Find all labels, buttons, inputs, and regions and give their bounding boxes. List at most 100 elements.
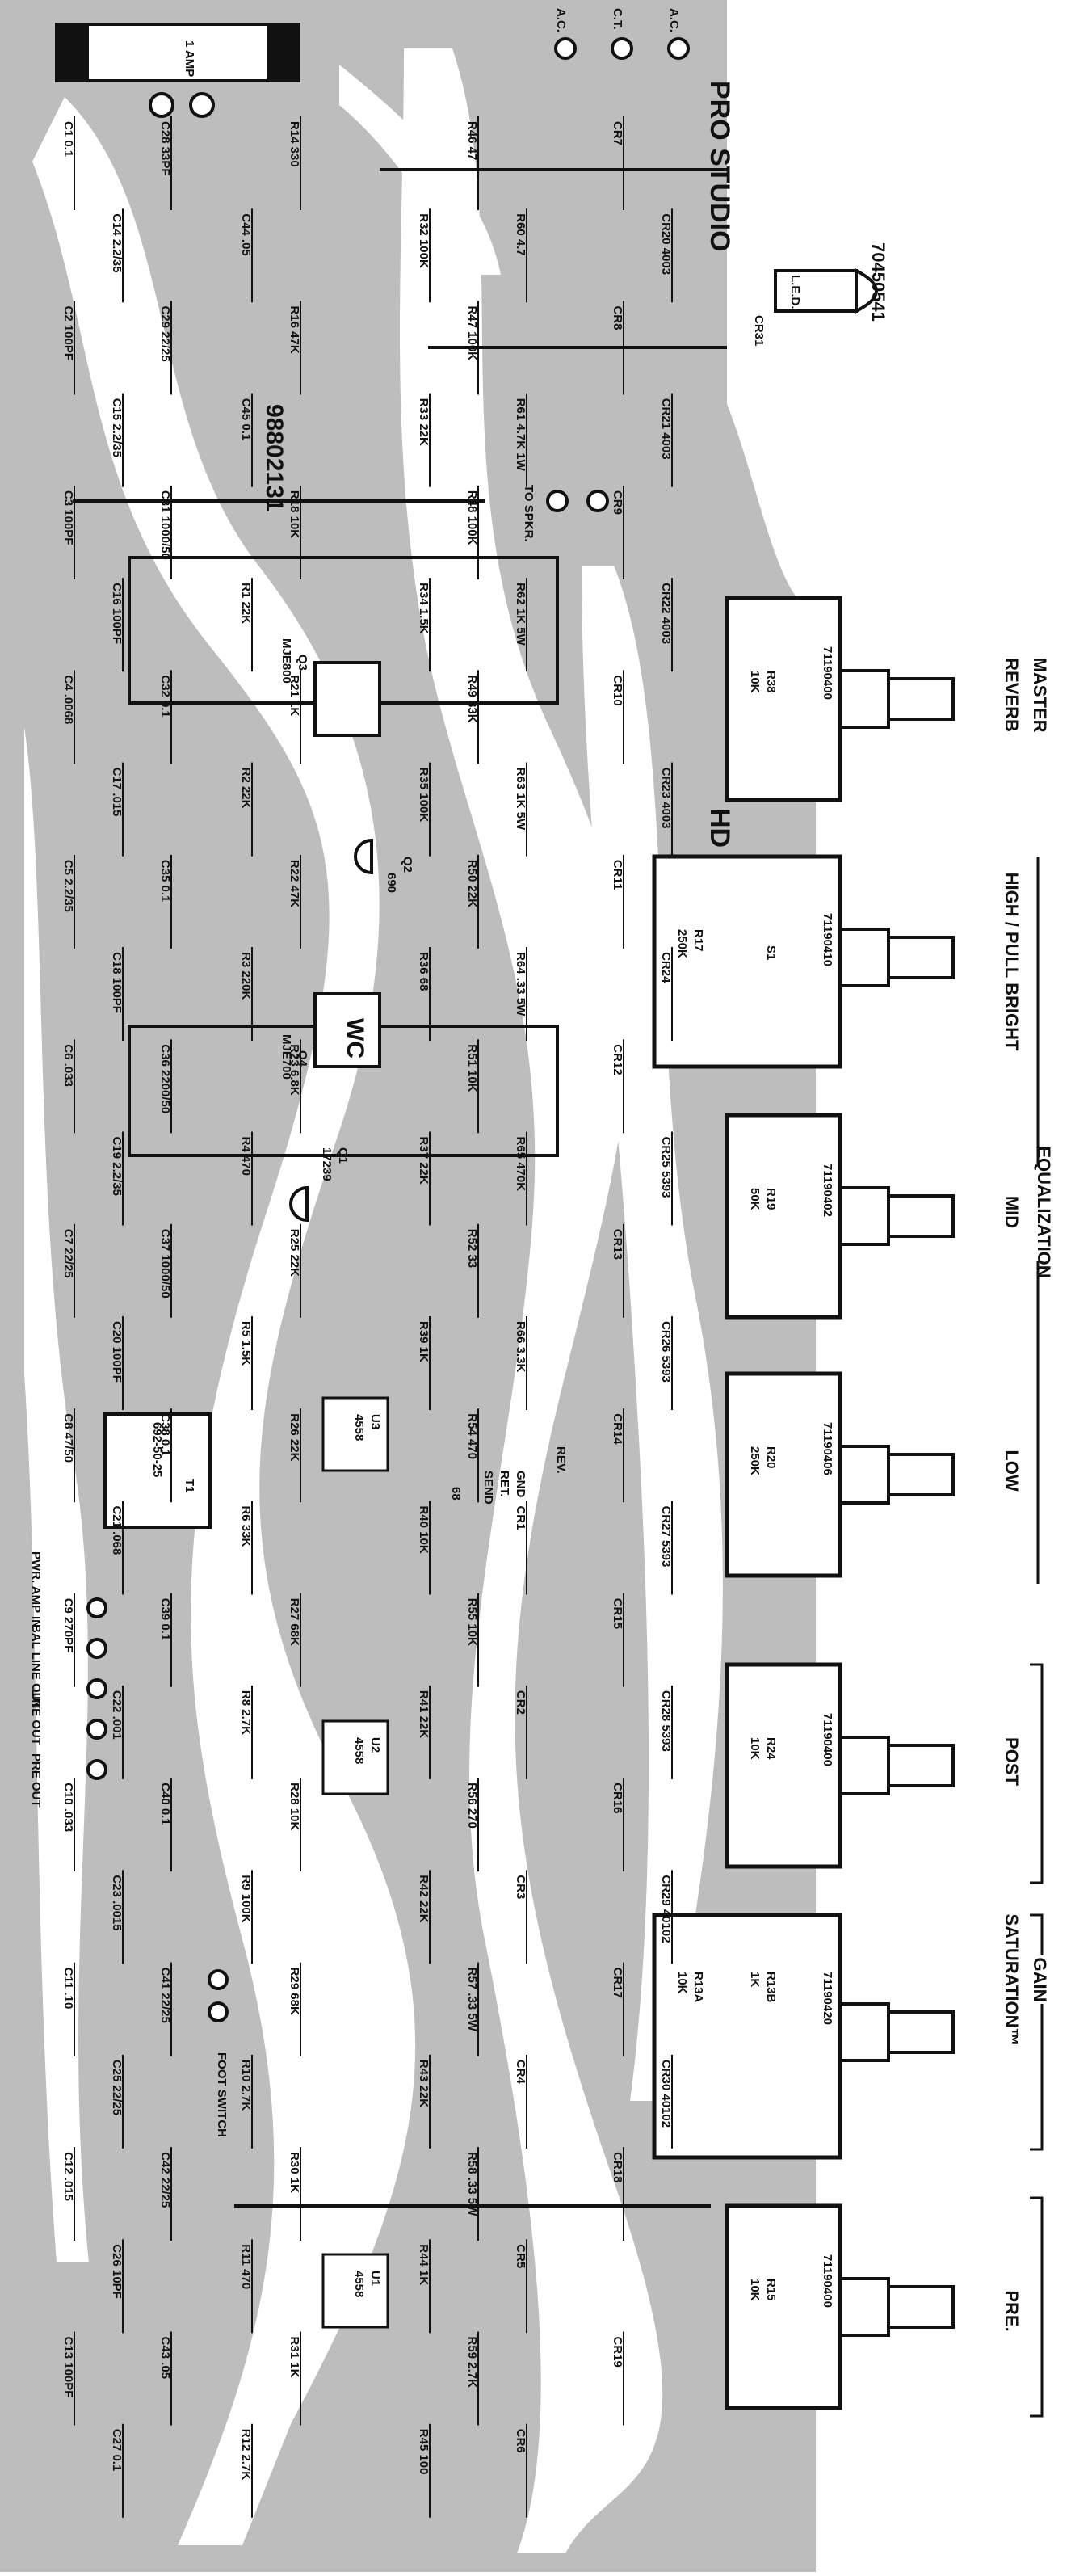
designator-c39: C39 0.1 — [158, 1598, 172, 1641]
designator-r30: R30 1K — [288, 2152, 301, 2193]
label-saturation: SATURATION™ — [1002, 1914, 1022, 2046]
designator-r54: R54 470 — [465, 1413, 479, 1459]
pot-r20: R20 — [764, 1446, 778, 1469]
pot-labels: R15 10K 71190400 R13B 1K R13A 10K 711904… — [675, 646, 834, 2308]
designator-r4: R4 470 — [239, 1137, 253, 1176]
part-number-1: 70450541 — [868, 242, 888, 322]
designator-r57: R57 .33 5W — [465, 1968, 479, 2032]
pot-r17-value: 250K — [675, 929, 689, 958]
designator-r43: R43 22K — [417, 2060, 431, 2107]
jack-pre-out: PRE OUT — [29, 1753, 43, 1808]
label-equalization: EQUALIZATION — [1034, 1146, 1054, 1277]
designator-r33: R33 22K — [417, 398, 431, 446]
pot-r19-part: 71190402 — [821, 1164, 834, 1217]
copper-pour — [0, 0, 816, 2572]
pot-r19-value: 50K — [748, 1188, 762, 1210]
pot-bodies — [652, 596, 842, 2410]
designator-c21: C21 .068 — [110, 1505, 124, 1555]
designator-c20: C20 100PF — [110, 1321, 124, 1383]
board-title: PRO STUDIO HD WC 70450541 98802131 — [261, 81, 888, 1059]
pot-r19: R19 — [764, 1188, 778, 1210]
designator-cr16: CR16 — [611, 1783, 624, 1813]
designator-c11: C11 .10 — [61, 1968, 75, 2010]
designator-c35: C35 0.1 — [158, 860, 172, 903]
led-ref: CR31 — [752, 315, 766, 346]
designator-cr10: CR10 — [611, 675, 624, 705]
designator-r44: R44 1K — [417, 2244, 431, 2285]
designator-r48: R48 100K — [465, 490, 479, 545]
designator-cr8: CR8 — [611, 305, 624, 330]
designator-c17: C17 .015 — [110, 768, 124, 817]
designator-r35: R35 100K — [417, 768, 431, 823]
fuse-holder — [55, 23, 300, 82]
ic-u2-ref: U2 — [368, 1737, 382, 1753]
designator-r39: R39 1K — [417, 1321, 431, 1362]
pot-r38-value: 10K — [748, 671, 762, 693]
label-post: POST — [1002, 1737, 1022, 1786]
designator-cr1: CR1 — [514, 1505, 527, 1530]
designator-c38: C38 0.1 — [158, 1413, 172, 1456]
power-pads — [149, 37, 690, 512]
board-title-text: PRO STUDIO — [704, 81, 735, 252]
designator-r3: R3 220K — [239, 952, 253, 1000]
designator-r26: R26 22K — [288, 1413, 301, 1461]
designator-cr6: CR6 — [514, 2429, 527, 2453]
pot-r13a: R13A — [691, 1972, 705, 2003]
designator-r21: R21 1K — [288, 675, 301, 716]
transformer-part: 692-50-25 — [150, 1422, 164, 1477]
jack-labels: PRE OUT LINE OUT BAL LINE OUT PWR. AMP I… — [29, 1551, 229, 2137]
designator-r10: R10 2.7K — [239, 2060, 253, 2111]
pot-r20-value: 250K — [748, 1446, 762, 1475]
designator-cr14: CR14 — [611, 1413, 624, 1445]
designator-c16: C16 100PF — [110, 583, 124, 644]
designator-c5: C5 2.2/35 — [61, 860, 75, 912]
designator-cr30: CR30 40102 — [659, 2060, 673, 2128]
designator-r47: R47 100K — [465, 305, 479, 360]
designator-r64: R64 .33 5W — [514, 952, 527, 1017]
label-pre: PRE. — [1002, 2290, 1022, 2331]
designator-c7: C7 22/25 — [61, 1229, 75, 1278]
designator-cr3: CR3 — [514, 1875, 527, 1899]
designator-c43: C43 .05 — [158, 2337, 172, 2380]
label-mid: MID — [1002, 1196, 1022, 1228]
pot-r24-value: 10K — [748, 1737, 762, 1760]
label-high-bright: HIGH / PULL BRIGHT — [1002, 873, 1022, 1051]
fuse-label: 1 AMP — [183, 40, 196, 77]
board-mark-hd: HD — [704, 808, 735, 848]
jack-pads — [86, 1597, 229, 2022]
designator-c26: C26 10PF — [110, 2244, 124, 2299]
designator-c27: C27 0.1 — [110, 2429, 124, 2472]
designator-cr7: CR7 — [611, 121, 624, 145]
designator-r28: R28 10K — [288, 1783, 301, 1830]
designator-c42: C42 22/25 — [158, 2152, 172, 2208]
pot-r15-part: 71190400 — [821, 2254, 834, 2308]
designator-c36: C36 2200/50 — [158, 1044, 172, 1113]
designator-cr26: CR26 5393 — [659, 1321, 673, 1383]
designator-c41: C41 22/25 — [158, 1968, 172, 2023]
designator-cr27: CR27 5393 — [659, 1505, 673, 1567]
led-label: L.E.D. — [788, 275, 802, 309]
designator-r16: R16 47K — [288, 305, 301, 353]
ic-u3-ref: U3 — [368, 1414, 382, 1429]
designator-c9: C9 270PF — [61, 1598, 75, 1653]
transistor-q4-part: MJE700 — [279, 1034, 293, 1080]
jack-bal-line-out: BAL LINE OUT — [29, 1624, 43, 1709]
label-master: MASTER — [1030, 658, 1050, 733]
designator-r22: R22 47K — [288, 860, 301, 907]
designator-r58: R58 .33 5W — [465, 2152, 479, 2216]
transistor-q2-part: 690 — [384, 873, 398, 893]
designator-c44: C44 .05 — [239, 213, 253, 256]
pad-68: 68 — [449, 1487, 463, 1501]
designator-r14: R14 330 — [288, 121, 301, 167]
pot-r13-part: 71190420 — [821, 1972, 834, 2025]
transistor-outlines — [289, 661, 381, 1223]
transistor-q4-ref: Q4 — [296, 1050, 309, 1067]
label-low: LOW — [1002, 1450, 1022, 1492]
pot-r24-part: 71190400 — [821, 1713, 834, 1766]
designator-r37: R37 22K — [417, 1137, 431, 1185]
designator-c25: C25 22/25 — [110, 2060, 124, 2115]
ic-u2-part: 4558 — [352, 1737, 366, 1764]
